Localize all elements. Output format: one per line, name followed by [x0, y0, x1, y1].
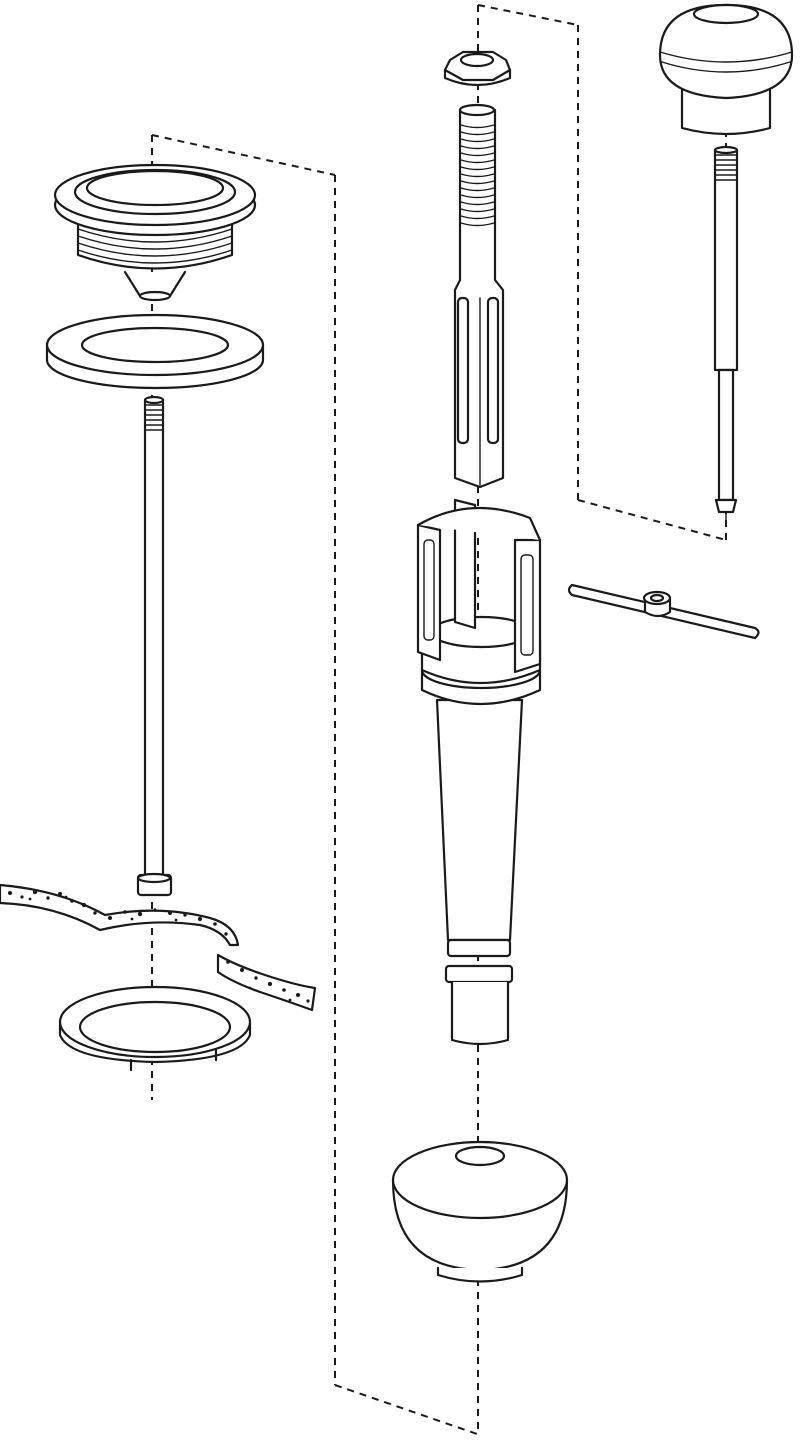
underside-locking-ring: [58, 985, 252, 1072]
short-threaded-rod: [713, 145, 739, 521]
slotted-cage-tailpiece: [416, 498, 542, 1046]
hex-nut: [443, 50, 512, 87]
flat-washer: [45, 313, 265, 390]
threaded-slotted-shaft: [453, 103, 505, 489]
long-threaded-rod: [136, 395, 173, 897]
basin-surface-section: [0, 883, 317, 1012]
hemispherical-cap: [391, 1140, 569, 1283]
cross-pin-lever: [567, 583, 760, 640]
drain-flange-with-thread: [53, 163, 257, 302]
dome-knob: [658, 3, 794, 136]
